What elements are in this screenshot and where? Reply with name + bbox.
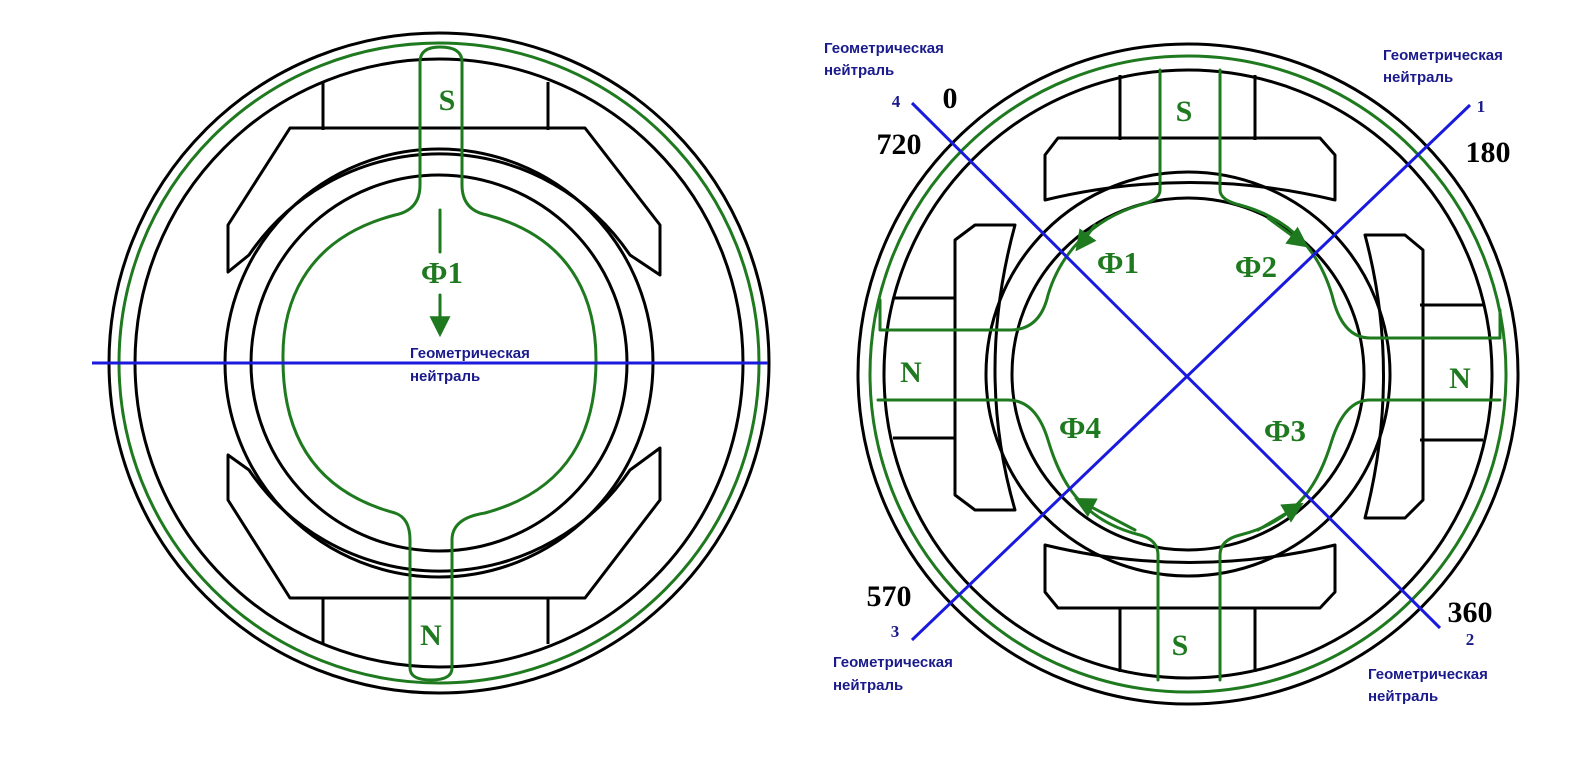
line-number-2: 2: [1466, 630, 1475, 649]
armature-outer-ring-right: [984, 170, 1392, 578]
left-pole-core-right: [893, 296, 955, 440]
angle-label-720: 720: [877, 128, 922, 161]
neutral-label-line1: Геометрическая: [410, 345, 530, 362]
line-number-1: 1: [1477, 97, 1486, 116]
neutral-label-br-2: нейтраль: [1368, 688, 1438, 705]
flux-label-2: Ф2: [1235, 249, 1277, 284]
pole-label-top-right: S: [1176, 95, 1193, 128]
right-pole-core-right: [1420, 303, 1483, 442]
flux-loop-4: [876, 398, 1160, 682]
stator-outer-ring-right: [856, 42, 1520, 706]
top-pole-core-right: [1118, 75, 1257, 140]
neutral-label-tl-2: нейтраль: [824, 62, 894, 79]
neutral-line-1-3: [910, 103, 1472, 642]
top-pole-shoe-right: [1043, 136, 1337, 202]
angle-label-0: 0: [943, 82, 958, 115]
bottom-pole-core: [321, 598, 550, 644]
pole-label-right-right: N: [1449, 362, 1471, 395]
bottom-pole-core-right: [1118, 608, 1257, 672]
neutral-label-bl-2: нейтраль: [833, 677, 903, 694]
angle-label-360: 360: [1448, 596, 1493, 629]
line-number-4: 4: [892, 92, 901, 111]
neutral-label-bl-1: Геометрическая: [833, 654, 953, 671]
bottom-pole-shoe-right: [1043, 543, 1337, 610]
flux-label-3: Ф3: [1264, 413, 1306, 448]
flux-arrow-1: [1075, 223, 1097, 252]
line-number-3: 3: [891, 622, 900, 641]
top-pole-shoe: [226, 126, 662, 277]
flux-top-cap: [418, 45, 464, 64]
right-pole-shoe-right: [1363, 233, 1425, 520]
flux-arrow-3: [1256, 502, 1304, 532]
two-pole-machine: S N Ф1 Геометрическая нейтраль: [92, 31, 771, 695]
flux-outer-ring-right: [868, 54, 1508, 694]
bottom-pole-shoe: [226, 446, 662, 600]
flux-path-left-b: [450, 60, 598, 670]
angle-label-180: 180: [1466, 136, 1511, 169]
neutral-label-tr-1: Геометрическая: [1383, 47, 1503, 64]
flux-loop-2: [1218, 68, 1502, 340]
pole-label-bottom: N: [420, 619, 442, 652]
flux-arrow-4: [1074, 498, 1137, 532]
neutral-label-br-1: Геометрическая: [1368, 666, 1488, 683]
neutral-label-tl-1: Геометрическая: [824, 40, 944, 57]
neutral-label-line2: нейтраль: [410, 368, 480, 385]
pole-label-left-right: N: [900, 356, 922, 389]
flux-path-left-a: [281, 60, 422, 670]
left-pole-shoe-right: [953, 223, 1017, 512]
neutral-line-4-2: [910, 101, 1442, 630]
flux-loop-3: [1218, 398, 1502, 682]
pole-label-bottom-right: S: [1172, 629, 1189, 662]
flux-label-4: Ф4: [1059, 410, 1101, 445]
top-pole-core: [321, 82, 550, 130]
pole-label-top: S: [439, 84, 456, 117]
angle-label-570: 570: [867, 580, 912, 613]
flux-arrow-2: [1266, 216, 1309, 248]
neutral-label-tr-2: нейтраль: [1383, 69, 1453, 86]
armature-inner-ring-right: [1010, 196, 1366, 552]
flux-label-1: Ф1: [1097, 245, 1139, 280]
flux-label: Ф1: [421, 255, 463, 290]
four-pole-machine: S S N N Ф1 Ф2 Ф3 Ф4 0 720 180 360 570 1 …: [824, 40, 1520, 706]
flux-bottom-cap: [408, 666, 454, 682]
stator-inner-ring-right: [882, 68, 1494, 680]
